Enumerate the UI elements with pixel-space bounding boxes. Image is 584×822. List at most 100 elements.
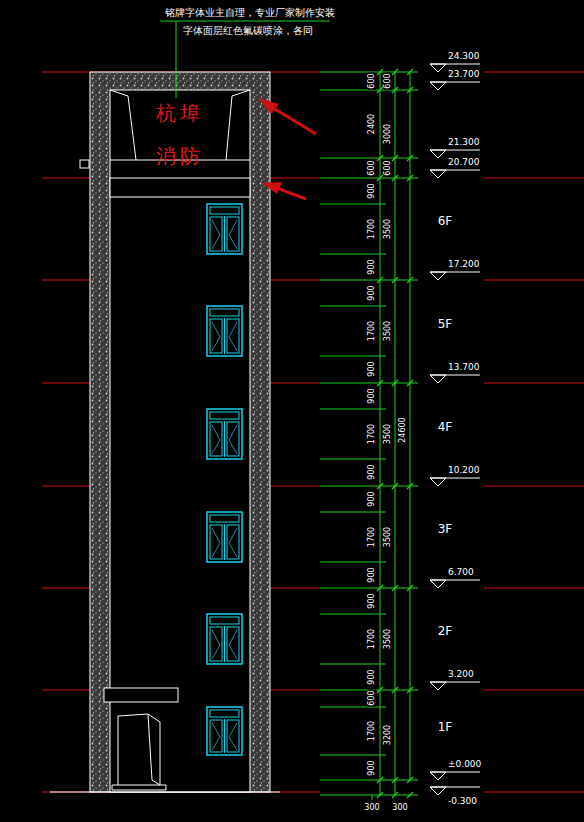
elevation-marker xyxy=(430,580,480,588)
dimension-tick xyxy=(407,380,413,386)
window-sash xyxy=(227,217,239,251)
dimension-text: 3500 xyxy=(384,320,392,342)
level-axis-line xyxy=(484,588,584,589)
elevation-label: -0.300 xyxy=(447,797,478,806)
window-transom xyxy=(210,309,239,316)
extension-line xyxy=(320,780,418,781)
dimension-tick xyxy=(407,585,413,591)
dimension-tick xyxy=(392,777,398,783)
dimension-text: 900 xyxy=(368,490,376,507)
dimension-tick xyxy=(377,175,383,181)
dimension-tick xyxy=(392,483,398,489)
dimension-tick xyxy=(377,585,383,591)
dimension-text: 3500 xyxy=(384,628,392,650)
elevation-marker xyxy=(430,82,480,90)
window xyxy=(207,204,242,254)
leader-line xyxy=(176,21,177,98)
extension-line xyxy=(320,486,418,487)
sign-panel: 杭埠消防 xyxy=(111,91,249,177)
dimension-tick xyxy=(407,777,413,783)
window-opening-mark xyxy=(212,723,237,750)
window-sash xyxy=(227,720,239,752)
dimension-tick xyxy=(392,687,398,693)
extension-line xyxy=(320,614,386,615)
dimension-tick xyxy=(392,69,398,75)
window-frame xyxy=(207,512,242,562)
extension-line xyxy=(320,90,418,91)
extension-line xyxy=(320,562,386,563)
elevation-label: 20.700 xyxy=(447,158,481,167)
window-frame xyxy=(207,306,242,356)
elevation-label: 3.200 xyxy=(447,670,475,679)
dimension-text: 600 xyxy=(368,159,376,176)
window-opening-mark xyxy=(212,220,237,249)
dimension-text: 1700 xyxy=(368,720,376,742)
elevation-label: 24.300 xyxy=(447,52,481,61)
dimension-text: 900 xyxy=(368,182,376,199)
floor-label: 6F xyxy=(437,215,454,227)
elevation-label: 23.700 xyxy=(447,70,481,79)
extension-line xyxy=(372,795,373,800)
dimension-tick xyxy=(407,792,413,798)
dimension-text: 600 xyxy=(384,159,392,176)
dimension-text: 3500 xyxy=(384,423,392,445)
window-mullion xyxy=(224,524,225,560)
extension-line xyxy=(320,254,386,255)
dimension-text: 900 xyxy=(368,387,376,404)
dimension-text: 900 xyxy=(368,360,376,377)
beam-band xyxy=(110,178,250,197)
dimension-text: 900 xyxy=(368,592,376,609)
window-transom xyxy=(210,617,239,624)
dimension-tick xyxy=(407,687,413,693)
extension-line xyxy=(320,356,386,357)
window-transom xyxy=(210,710,239,717)
window-opening-mark xyxy=(212,322,237,351)
window-mullion xyxy=(224,216,225,252)
window-frame xyxy=(207,707,242,755)
extension-line xyxy=(320,409,386,410)
dimension-line xyxy=(395,72,396,795)
window xyxy=(207,306,242,356)
dimension-text: 600 xyxy=(368,689,376,706)
window-sash xyxy=(210,422,222,456)
note-text: 字体面层红色氟碳喷涂，各同 xyxy=(182,26,314,36)
extension-line xyxy=(320,383,418,384)
ground-line xyxy=(50,791,280,792)
dimension-text: 3000 xyxy=(384,123,392,145)
extension-line xyxy=(320,795,418,796)
extension-line xyxy=(320,204,386,205)
extension-line xyxy=(320,512,386,513)
window xyxy=(207,409,242,459)
elevation-label: 10.200 xyxy=(447,466,481,475)
dimension-tick xyxy=(377,777,383,783)
dimension-text: 900 xyxy=(368,258,376,275)
level-axis-line xyxy=(42,792,320,793)
window-transom xyxy=(210,515,239,522)
floor-label: 2F xyxy=(437,625,454,637)
dimension-text: 900 xyxy=(368,463,376,480)
dimension-tick xyxy=(377,155,383,161)
extension-line xyxy=(320,755,386,756)
elevation-marker xyxy=(430,170,480,178)
dimension-tick xyxy=(377,483,383,489)
window-opening-mark xyxy=(212,630,237,659)
window-transom xyxy=(210,412,239,419)
window xyxy=(207,512,242,562)
extension-line xyxy=(320,588,418,589)
dimension-text: 300 xyxy=(363,804,380,812)
window-sash xyxy=(227,525,239,559)
window-frame xyxy=(207,204,242,254)
window xyxy=(207,614,242,664)
dimension-tick xyxy=(377,687,383,693)
extension-line xyxy=(320,178,418,179)
window-mullion xyxy=(224,318,225,354)
dimension-text: 900 xyxy=(368,566,376,583)
dimension-text: 3200 xyxy=(384,724,392,746)
dimension-line xyxy=(380,72,381,795)
floor-label: 5F xyxy=(437,318,454,330)
dimension-tick xyxy=(392,155,398,161)
dimension-text: 1700 xyxy=(368,320,376,342)
dimension-tick xyxy=(377,792,383,798)
dimension-tick xyxy=(407,69,413,75)
